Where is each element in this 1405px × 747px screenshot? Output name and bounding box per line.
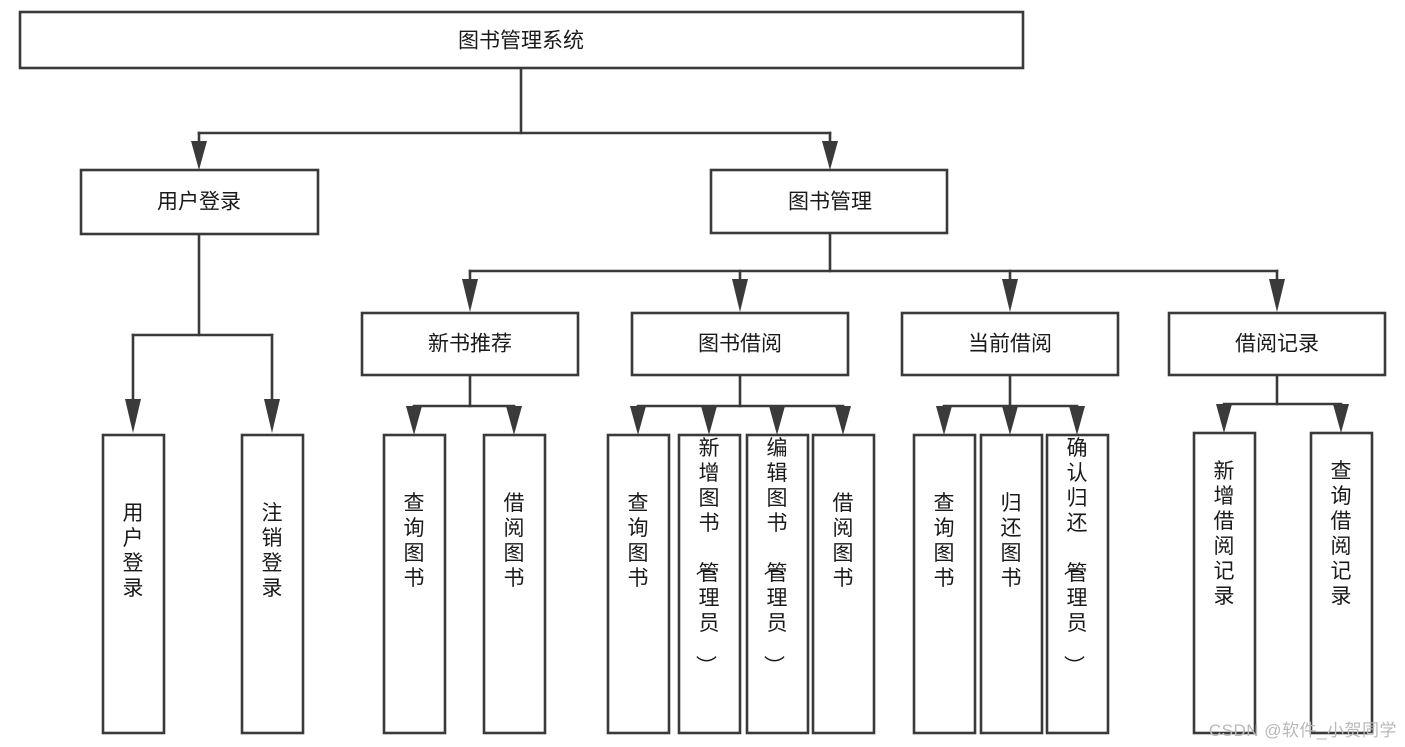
leaf-bor-edit-book-label: 编辑图书（管理员） — [762, 437, 788, 676]
arrow-bor-leaf-1-icon — [630, 406, 646, 435]
arrow-bor-leaf-3-icon — [769, 406, 785, 435]
node-book-borrow[interactable]: 图书借阅 — [630, 311, 850, 377]
leaf-recd-add-record-label: 新增借阅记录 — [1214, 460, 1235, 608]
arrow-to-current-borrow-icon — [1002, 279, 1018, 312]
node-borrow-record[interactable]: 借阅记录 — [1167, 311, 1387, 377]
leaf-logout-label: 注销登录 — [262, 502, 283, 600]
csdn-watermark: CSDN @软件_小贺同学 — [1208, 721, 1397, 740]
leaf-cur-query-book-label: 查询图书 — [934, 492, 955, 590]
leaf-cur-query-book[interactable]: 查询图书 — [912, 433, 977, 735]
leaf-user-login-label: 用户登录 — [123, 502, 144, 600]
node-root[interactable]: 图书管理系统 — [18, 10, 1025, 70]
leaf-user-login-box[interactable] — [101, 433, 166, 735]
leaf-cur-return-book[interactable]: 归还图书 — [979, 433, 1044, 735]
arrow-to-new-book-recommend-icon — [462, 279, 478, 312]
arrow-rec-leaf-1-icon — [406, 406, 422, 435]
leaf-recd-query-record-label: 查询借阅记录 — [1331, 460, 1352, 608]
arrow-to-user-login-icon — [191, 141, 207, 170]
arrow-cur-leaf-2-icon — [1002, 406, 1018, 435]
leaf-rec-borrow-book-box[interactable] — [482, 433, 547, 735]
arrow-to-borrow-record-icon — [1269, 279, 1285, 312]
node-book-management[interactable]: 图书管理 — [709, 168, 949, 235]
node-borrow-record-label: 借阅记录 — [1235, 333, 1319, 356]
leaf-cur-confirm-return[interactable]: 确认归还（管理员） — [1045, 433, 1110, 735]
leaf-bor-borrow-book-label: 借阅图书 — [833, 492, 854, 590]
node-borrow-record-box[interactable] — [1167, 311, 1387, 377]
leaf-cur-confirm-return-box[interactable] — [1045, 433, 1110, 735]
arrow-cur-leaf-3-icon — [1069, 406, 1085, 435]
leaf-logout[interactable]: 注销登录 — [240, 433, 305, 735]
node-root-label: 图书管理系统 — [458, 30, 584, 53]
node-book-management-box[interactable] — [709, 168, 949, 235]
leaf-recd-add-record[interactable]: 新增借阅记录 — [1192, 431, 1257, 735]
node-current-borrow-label: 当前借阅 — [968, 333, 1052, 356]
leaf-bor-edit-book[interactable]: 编辑图书（管理员） — [745, 433, 810, 735]
leaf-rec-query-book-label: 查询图书 — [404, 492, 425, 590]
leaf-bor-add-book-label: 新增图书（管理员） — [694, 437, 720, 676]
connector-layer — [125, 66, 1349, 435]
leaf-rec-query-book[interactable]: 查询图书 — [382, 433, 447, 735]
leaf-rec-query-book-box[interactable] — [382, 433, 447, 735]
arrow-bor-leaf-2-icon — [701, 406, 717, 435]
arrow-to-book-borrow-icon — [732, 279, 748, 312]
leaf-bor-add-book-box[interactable] — [677, 433, 742, 735]
leaf-recd-query-record[interactable]: 查询借阅记录 — [1309, 431, 1374, 735]
arrow-recd-leaf-2-icon — [1333, 404, 1349, 433]
node-new-book-recommend-box[interactable] — [360, 311, 580, 377]
arrow-cur-leaf-1-icon — [936, 406, 952, 435]
leaf-rec-borrow-book[interactable]: 借阅图书 — [482, 433, 547, 735]
node-current-borrow[interactable]: 当前借阅 — [900, 311, 1120, 377]
leaf-bor-query-book[interactable]: 查询图书 — [606, 433, 671, 735]
arrow-bor-leaf-4-icon — [835, 406, 851, 435]
arrow-user-login-leaf-1-icon — [125, 399, 141, 433]
node-book-management-label: 图书管理 — [788, 191, 872, 214]
leaf-bor-borrow-book-box[interactable] — [811, 433, 876, 735]
node-book-borrow-box[interactable] — [630, 311, 850, 377]
node-root-box[interactable] — [18, 10, 1025, 70]
arrow-rec-leaf-2-icon — [506, 406, 522, 435]
arrow-user-login-leaf-2-icon — [264, 399, 280, 433]
node-user-login-label: 用户登录 — [157, 191, 241, 214]
leaf-bor-query-book-box[interactable] — [606, 433, 671, 735]
arrow-to-book-management-icon — [822, 141, 838, 170]
leaf-cur-confirm-return-label: 确认归还（管理员） — [1062, 437, 1088, 676]
leaf-cur-return-book-label: 归还图书 — [1001, 492, 1022, 590]
leaf-rec-borrow-book-label: 借阅图书 — [504, 492, 525, 590]
leaf-bor-add-book[interactable]: 新增图书（管理员） — [677, 433, 742, 735]
node-current-borrow-box[interactable] — [900, 311, 1120, 377]
node-book-borrow-label: 图书借阅 — [698, 333, 782, 356]
leaf-recd-query-record-box[interactable] — [1309, 431, 1374, 735]
node-new-book-recommend-label: 新书推荐 — [428, 333, 512, 356]
leaf-cur-return-book-box[interactable] — [979, 433, 1044, 735]
leaf-bor-query-book-label: 查询图书 — [628, 492, 649, 590]
leaf-logout-box[interactable] — [240, 433, 305, 735]
leaf-bor-edit-book-box[interactable] — [745, 433, 810, 735]
node-user-login-box[interactable] — [79, 168, 320, 236]
node-new-book-recommend[interactable]: 新书推荐 — [360, 311, 580, 377]
node-user-login[interactable]: 用户登录 — [79, 168, 320, 236]
leaf-user-login[interactable]: 用户登录 — [101, 433, 166, 735]
arrow-recd-leaf-1-icon — [1216, 404, 1232, 433]
leaf-cur-query-book-box[interactable] — [912, 433, 977, 735]
leaf-bor-borrow-book[interactable]: 借阅图书 — [811, 433, 876, 735]
leaf-recd-add-record-box[interactable] — [1192, 431, 1257, 735]
